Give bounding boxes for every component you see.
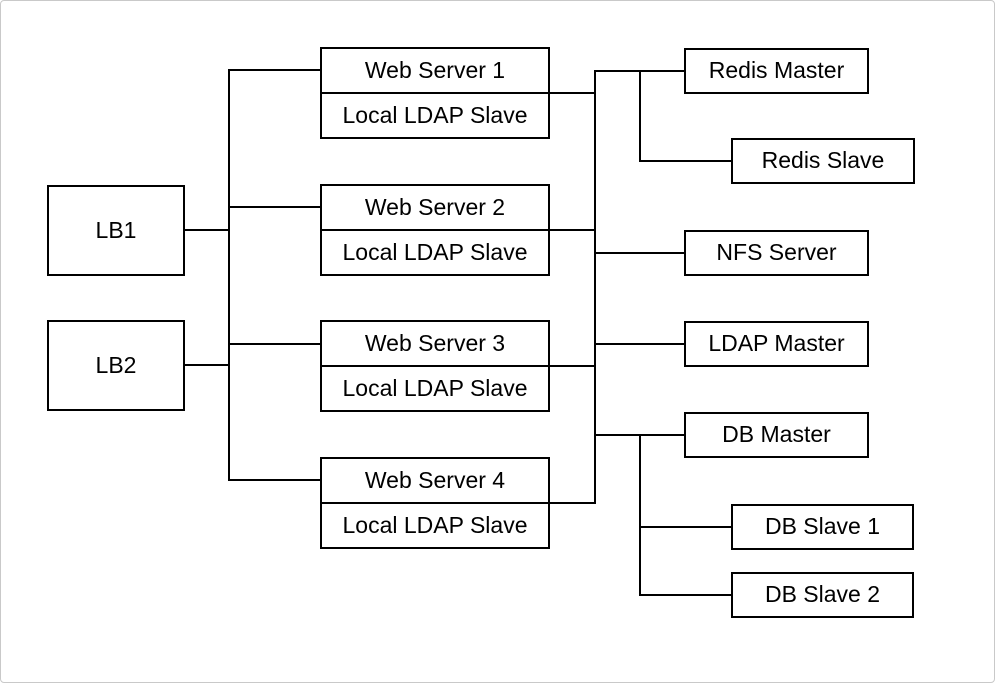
node-title: Web Server 1: [322, 49, 548, 94]
node-label: NFS Server: [716, 239, 837, 266]
node-label: DB Slave 2: [764, 581, 881, 608]
node-title: Web Server 4: [322, 459, 548, 504]
node-label: DB Master: [722, 421, 831, 448]
node-redis-master: Redis Master: [684, 48, 869, 94]
node-lb1: LB1: [47, 185, 185, 276]
node-lb2: LB2: [47, 320, 185, 411]
node-label: LB2: [95, 351, 137, 378]
node-subtitle: Local LDAP Slave: [342, 101, 528, 128]
node-label: Redis Master: [708, 57, 845, 84]
node-title: Web Server 2: [322, 186, 548, 231]
node-subtitle: Local LDAP Slave: [342, 238, 528, 265]
node-web-server-1: Web Server 1 Local LDAP Slave: [320, 47, 550, 139]
node-nfs-server: NFS Server: [684, 230, 869, 276]
node-label: DB Slave 1: [764, 513, 881, 540]
node-web-server-4: Web Server 4 Local LDAP Slave: [320, 457, 550, 549]
node-label: Redis Slave: [761, 147, 885, 174]
node-web-server-3: Web Server 3 Local LDAP Slave: [320, 320, 550, 412]
node-subtitle: Local LDAP Slave: [342, 374, 528, 401]
node-web-server-2: Web Server 2 Local LDAP Slave: [320, 184, 550, 276]
node-label: LB1: [95, 216, 137, 243]
node-redis-slave: Redis Slave: [731, 138, 915, 184]
webserver-to-service-edges: [549, 70, 731, 596]
node-db-slave-2: DB Slave 2: [731, 572, 914, 618]
node-db-master: DB Master: [684, 412, 869, 458]
node-subtitle: Local LDAP Slave: [342, 511, 528, 538]
node-label: LDAP Master: [708, 330, 845, 357]
node-title: Web Server 3: [322, 322, 548, 367]
node-db-slave-1: DB Slave 1: [731, 504, 914, 550]
lb-to-webserver-edges: [184, 69, 320, 481]
node-ldap-master: LDAP Master: [684, 321, 869, 367]
